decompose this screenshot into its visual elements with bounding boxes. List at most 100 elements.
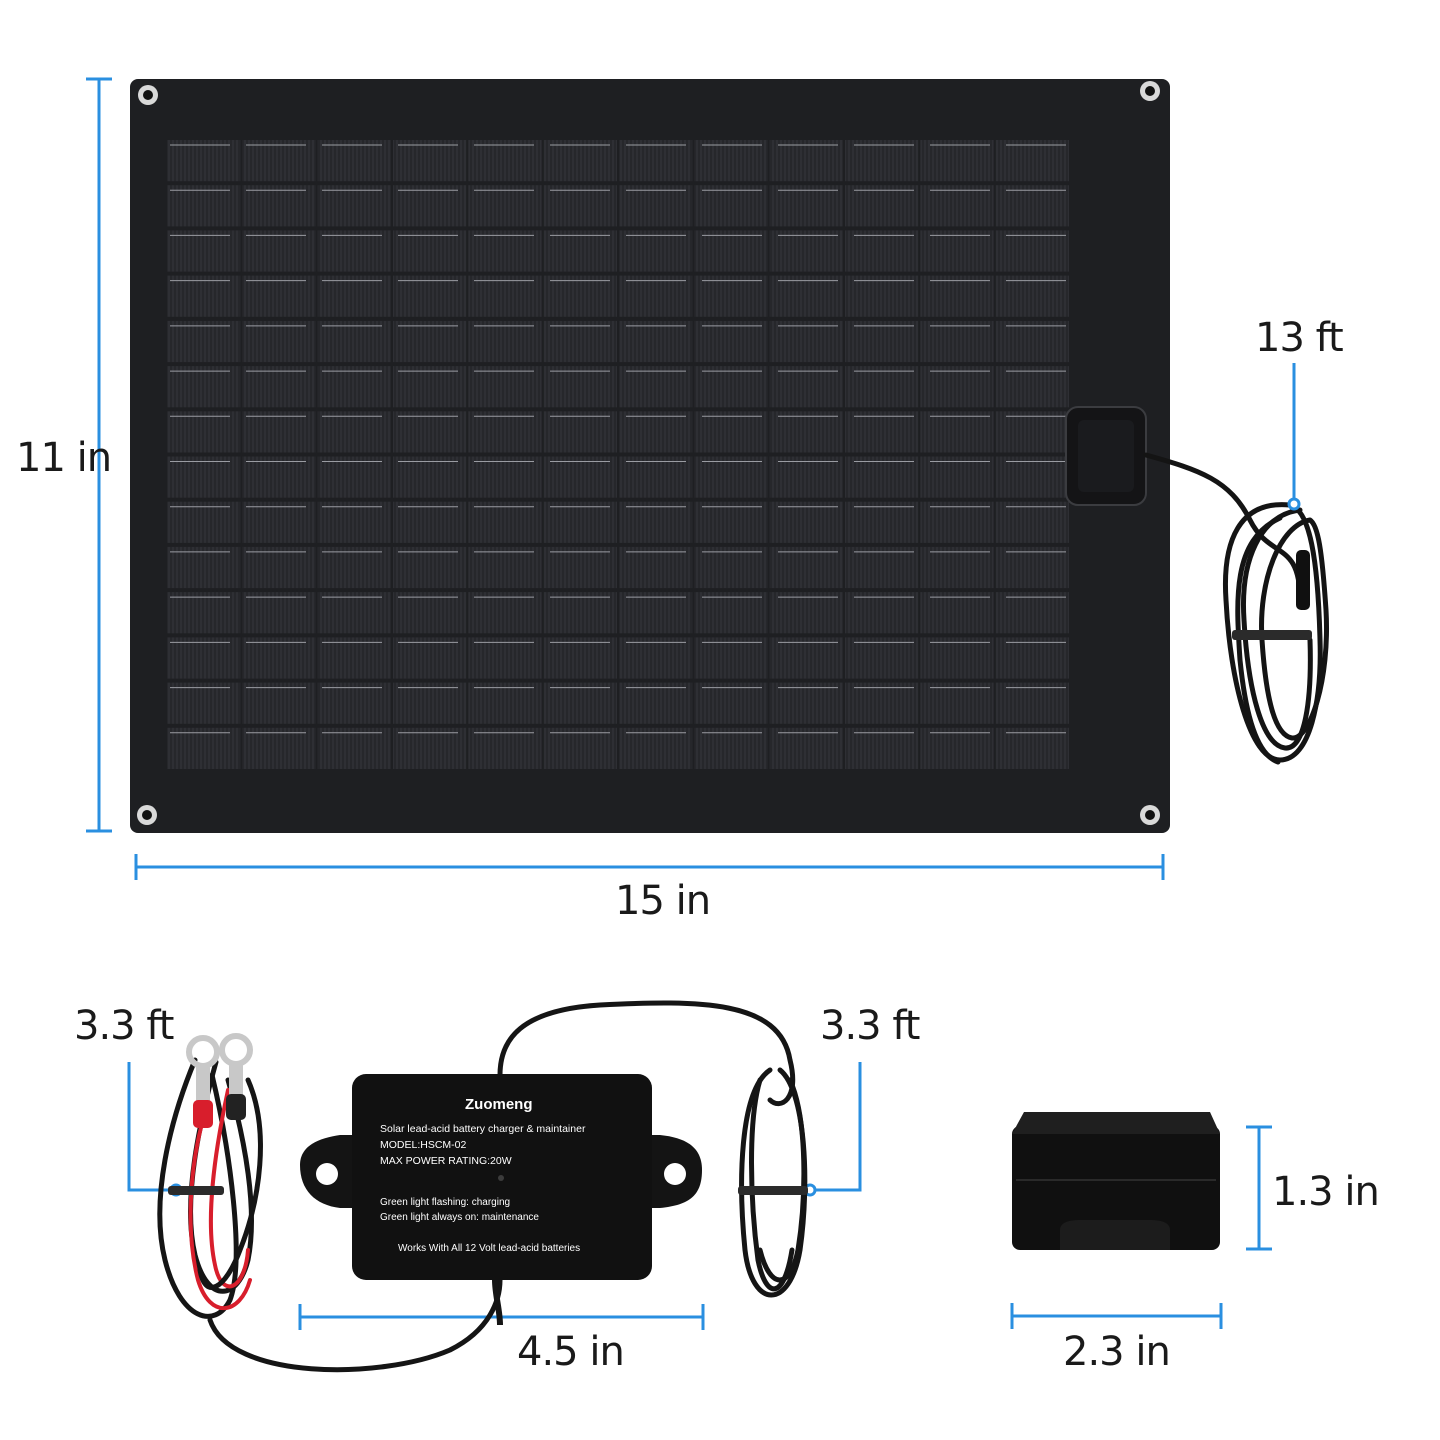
solar-cell xyxy=(543,637,617,679)
solar-cell xyxy=(619,320,693,363)
solar-cell xyxy=(845,637,919,679)
solar-cell xyxy=(619,637,693,679)
solar-cell xyxy=(694,185,768,227)
solar-cell xyxy=(995,546,1069,589)
dc-connector xyxy=(1296,550,1310,610)
controller-width-label: 4.5 in xyxy=(517,1329,625,1375)
solar-cell xyxy=(920,727,994,769)
solar-cell xyxy=(619,366,693,408)
solar-cell xyxy=(167,637,241,679)
controller-product-name: Solar lead-acid battery charger & mainta… xyxy=(380,1123,586,1135)
dimension-line-cover-width xyxy=(1010,1303,1223,1329)
solar-cell xyxy=(393,320,467,363)
solar-cell xyxy=(242,637,316,679)
solar-cell xyxy=(167,456,241,498)
solar-cell xyxy=(543,366,617,408)
cover-height-label: 1.3 in xyxy=(1272,1169,1380,1215)
solar-cell xyxy=(468,411,542,453)
clip-cable-length-label: 3.3 ft xyxy=(74,1003,174,1049)
solar-cell xyxy=(543,727,617,769)
solar-cell xyxy=(242,320,316,363)
solar-cell xyxy=(167,275,241,317)
solar-cell xyxy=(619,456,693,498)
grommet-top-left xyxy=(138,85,158,105)
solar-cell xyxy=(995,366,1069,408)
solar-cell xyxy=(468,275,542,317)
solar-cell xyxy=(769,546,843,589)
charge-controller xyxy=(300,1074,702,1326)
solar-cell xyxy=(694,727,768,769)
solar-cell xyxy=(167,592,241,634)
solar-cell xyxy=(543,275,617,317)
solar-cell xyxy=(468,230,542,272)
battery-clip-cable xyxy=(157,1057,503,1373)
solar-cell xyxy=(920,682,994,724)
solar-cell xyxy=(317,366,391,408)
solar-cell xyxy=(845,185,919,227)
solar-cell xyxy=(995,682,1069,724)
solar-cell xyxy=(769,320,843,363)
solar-cell xyxy=(920,275,994,317)
leader-dot-panel-cable xyxy=(1287,497,1301,511)
solar-cell xyxy=(769,411,843,453)
junction-box-cover xyxy=(1078,420,1134,492)
solar-cell xyxy=(167,411,241,453)
controller-status-charging: Green light flashing: charging xyxy=(380,1197,511,1208)
solar-cell xyxy=(242,140,316,182)
solar-cell xyxy=(995,592,1069,634)
solar-cell xyxy=(317,275,391,317)
mounting-hole-right xyxy=(664,1163,686,1185)
solar-cell xyxy=(995,230,1069,272)
solar-cell xyxy=(543,140,617,182)
solar-cell xyxy=(242,411,316,453)
solar-cell xyxy=(769,682,843,724)
controller-output-cable xyxy=(497,1000,808,1298)
solar-cell xyxy=(167,546,241,589)
solar-cell xyxy=(393,456,467,498)
solar-cell xyxy=(317,185,391,227)
solar-cell xyxy=(242,501,316,543)
solar-cell xyxy=(920,230,994,272)
solar-cell xyxy=(468,592,542,634)
solar-cell xyxy=(393,140,467,182)
solar-cell xyxy=(694,456,768,498)
solar-cell xyxy=(242,456,316,498)
solar-cell xyxy=(468,546,542,589)
output-cable-tie xyxy=(738,1186,808,1195)
solar-cell xyxy=(543,411,617,453)
solar-cell xyxy=(242,682,316,724)
solar-cell xyxy=(694,501,768,543)
solar-cell xyxy=(619,546,693,589)
grommet-top-right xyxy=(1140,81,1160,101)
solar-cell xyxy=(619,682,693,724)
solar-cell xyxy=(167,501,241,543)
solar-cell xyxy=(845,546,919,589)
solar-cell xyxy=(769,501,843,543)
solar-cell xyxy=(317,727,391,769)
panel-cable-length-label: 13 ft xyxy=(1255,315,1344,361)
solar-cell xyxy=(995,275,1069,317)
solar-cell xyxy=(694,592,768,634)
solar-cell xyxy=(619,140,693,182)
solar-cell xyxy=(468,637,542,679)
solar-cell xyxy=(393,501,467,543)
solar-cell xyxy=(393,682,467,724)
dimension-line-cover-height xyxy=(1246,1125,1272,1251)
solar-cell xyxy=(619,230,693,272)
solar-cell xyxy=(769,727,843,769)
solar-cell xyxy=(393,275,467,317)
cover-slot xyxy=(1060,1220,1170,1250)
solar-cell xyxy=(242,230,316,272)
solar-cell xyxy=(845,320,919,363)
solar-cell xyxy=(694,230,768,272)
solar-cell xyxy=(995,140,1069,182)
solar-cell xyxy=(393,411,467,453)
solar-cell xyxy=(995,637,1069,679)
solar-cell xyxy=(468,140,542,182)
solar-cell xyxy=(167,727,241,769)
solar-cell xyxy=(845,411,919,453)
solar-cell xyxy=(995,185,1069,227)
solar-cell xyxy=(393,637,467,679)
solar-cell xyxy=(920,140,994,182)
solar-cell xyxy=(920,546,994,589)
